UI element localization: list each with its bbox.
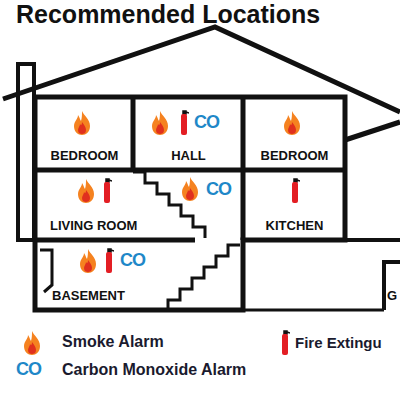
smoke-alarm-icon bbox=[80, 249, 96, 273]
garage-area: G bbox=[386, 264, 400, 308]
room-label: BEDROOM bbox=[261, 148, 329, 168]
floor bbox=[35, 238, 195, 243]
smoke-alarm-icon bbox=[78, 179, 94, 203]
floor bbox=[35, 168, 345, 173]
ground-line bbox=[243, 309, 384, 312]
smoke-alarm-icon bbox=[152, 111, 168, 135]
garage-roof bbox=[345, 122, 400, 140]
legend-text: Carbon Monoxide Alarm bbox=[62, 361, 246, 379]
smoke-alarm-icon bbox=[182, 177, 198, 201]
room-area: HALL bbox=[136, 100, 241, 168]
garage-door bbox=[384, 262, 400, 310]
chimney bbox=[18, 64, 34, 240]
extinguisher-icon bbox=[104, 179, 112, 203]
room-area: BEDROOM bbox=[246, 100, 343, 168]
room-label: BEDROOM bbox=[51, 148, 119, 168]
legend-text: Fire Extingu bbox=[295, 334, 382, 351]
co-alarm-icon: CO bbox=[206, 179, 231, 200]
downspout bbox=[40, 250, 52, 292]
ground-floor bbox=[345, 238, 400, 242]
extinguisher-icon bbox=[292, 179, 300, 203]
stairs bbox=[168, 245, 240, 308]
room-label: HALL bbox=[171, 148, 206, 168]
wall bbox=[241, 97, 246, 240]
legend-smoke-sample bbox=[24, 331, 40, 355]
co-alarm-icon: CO bbox=[120, 250, 145, 271]
room-label: LIVING ROOM bbox=[50, 218, 137, 238]
extinguisher-icon bbox=[181, 111, 189, 135]
wall bbox=[131, 97, 136, 170]
room-label: BASEMENT bbox=[52, 288, 125, 308]
legend-text: Smoke Alarm bbox=[62, 333, 164, 351]
room-area: LIVING ROOM bbox=[38, 173, 188, 238]
co-alarm-icon: CO bbox=[16, 359, 41, 380]
room-label: G bbox=[387, 288, 397, 308]
legend-extinguisher-sample bbox=[282, 331, 290, 355]
smoke-alarm-icon bbox=[284, 111, 300, 135]
room-area: BASEMENT bbox=[38, 243, 168, 308]
co-alarm-icon: CO bbox=[194, 112, 219, 133]
room-area: KITCHEN bbox=[246, 173, 343, 238]
room-label: KITCHEN bbox=[266, 218, 324, 238]
extinguisher-icon bbox=[106, 249, 114, 273]
stairs bbox=[133, 172, 205, 238]
title: Recommended Locations bbox=[16, 0, 320, 29]
house-wall bbox=[35, 97, 345, 310]
smoke-alarm-icon bbox=[74, 111, 90, 135]
room-area: BEDROOM bbox=[38, 100, 131, 168]
